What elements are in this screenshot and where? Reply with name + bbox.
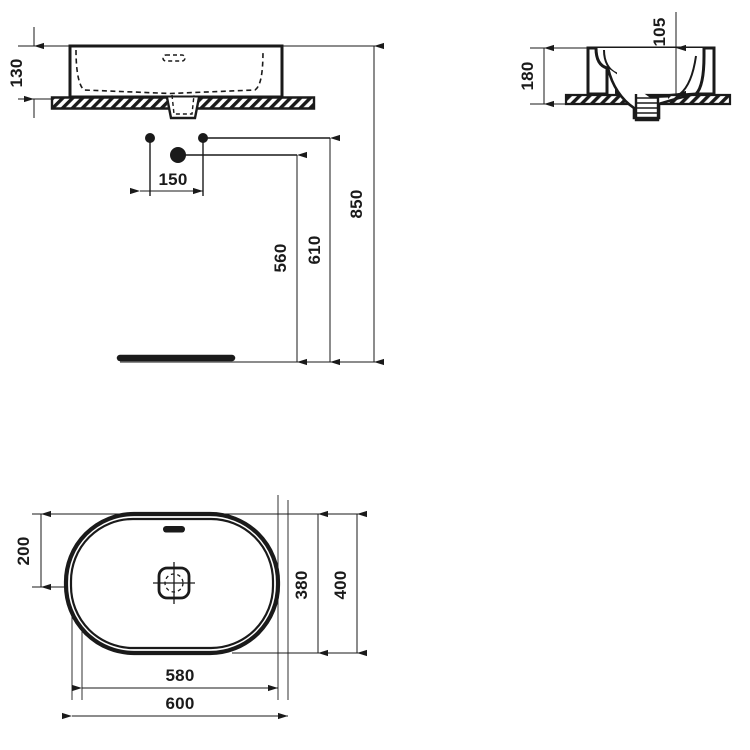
dim-130-label: 130 xyxy=(7,59,26,88)
dim-560-label: 560 xyxy=(271,244,290,273)
dim-150-label: 150 xyxy=(159,170,188,189)
dim-610-label: 610 xyxy=(305,236,324,265)
basin-inner-bowl-hidden xyxy=(75,49,264,95)
dim-105-label: 105 xyxy=(650,18,669,47)
overflow-slot-front xyxy=(162,54,186,62)
side-basin-outline xyxy=(586,46,716,99)
dim-200-label: 200 xyxy=(14,537,33,566)
dim-580-label: 580 xyxy=(166,666,195,685)
dim-600-label: 600 xyxy=(166,694,195,713)
dim-850-label: 850 xyxy=(347,190,366,219)
waste-outlet-plan xyxy=(153,562,195,604)
countertop-side xyxy=(564,93,732,106)
waste-outlet-side xyxy=(634,94,660,122)
view-top-plan: 200 380 400 580 600 xyxy=(14,495,367,720)
dim-380-label: 380 xyxy=(292,571,311,600)
front-dimension-leaders xyxy=(149,137,330,196)
overflow-slot-plan xyxy=(163,526,185,533)
tap-holes-group xyxy=(145,133,208,163)
view-side-section: 180 105 xyxy=(518,12,732,122)
dim-180-label: 180 xyxy=(518,62,537,91)
basin-front-outline xyxy=(18,44,382,99)
side-support-profile xyxy=(606,67,697,120)
waste-outlet-front xyxy=(165,94,201,120)
dim-400-label: 400 xyxy=(331,571,350,600)
view-front-elevation: 130 150 560 xyxy=(7,27,384,366)
countertop-front xyxy=(50,96,316,110)
